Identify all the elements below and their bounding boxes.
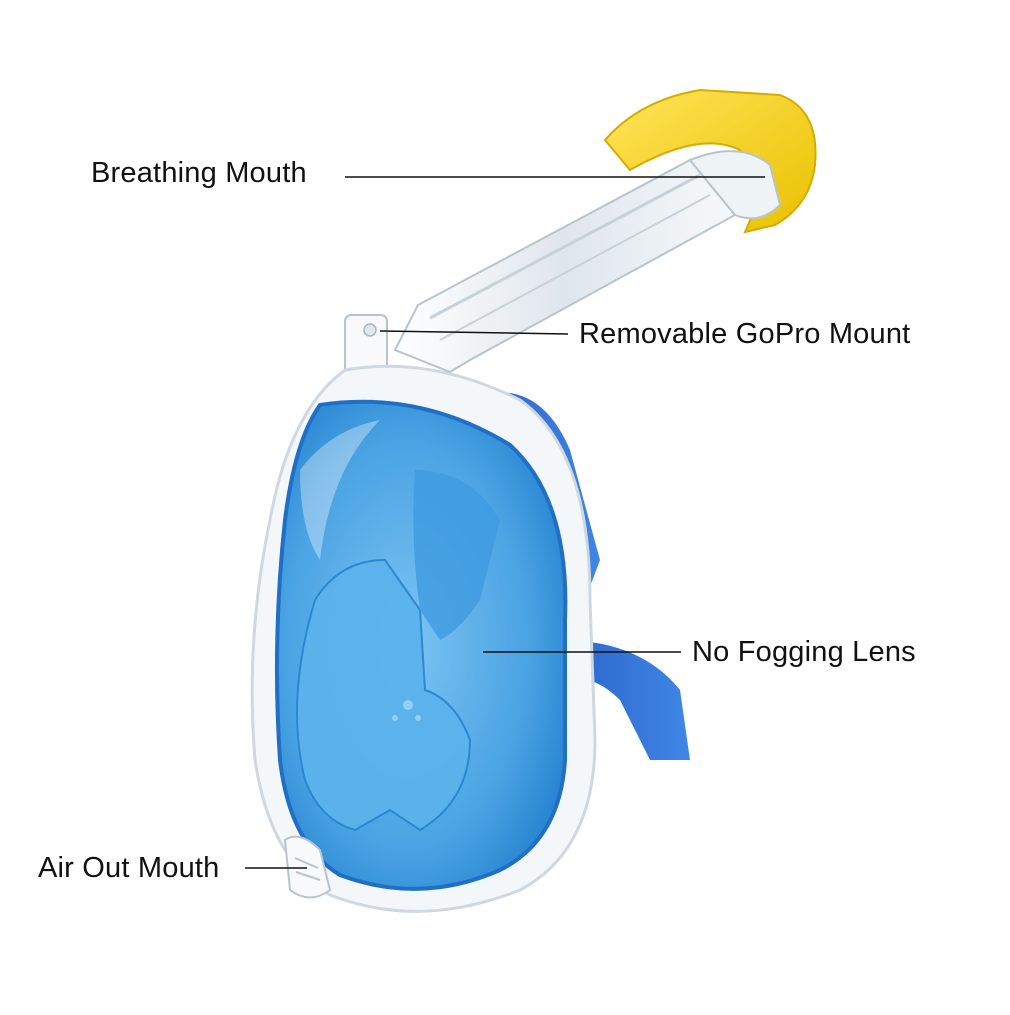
- label-air-out-mouth: Air Out Mouth: [38, 852, 220, 884]
- leader-line-gopro: [379, 330, 569, 335]
- gopro-mount: [344, 314, 388, 374]
- label-breathing-mouth: Breathing Mouth: [91, 157, 307, 189]
- label-gopro-mount: Removable GoPro Mount: [579, 318, 911, 350]
- mask-lens: [274, 399, 568, 891]
- snorkel-tip: [603, 88, 817, 234]
- snorkel-tube: [393, 158, 737, 374]
- label-no-fogging-lens: No Fogging Lens: [692, 636, 916, 668]
- air-out-valve: [283, 835, 332, 899]
